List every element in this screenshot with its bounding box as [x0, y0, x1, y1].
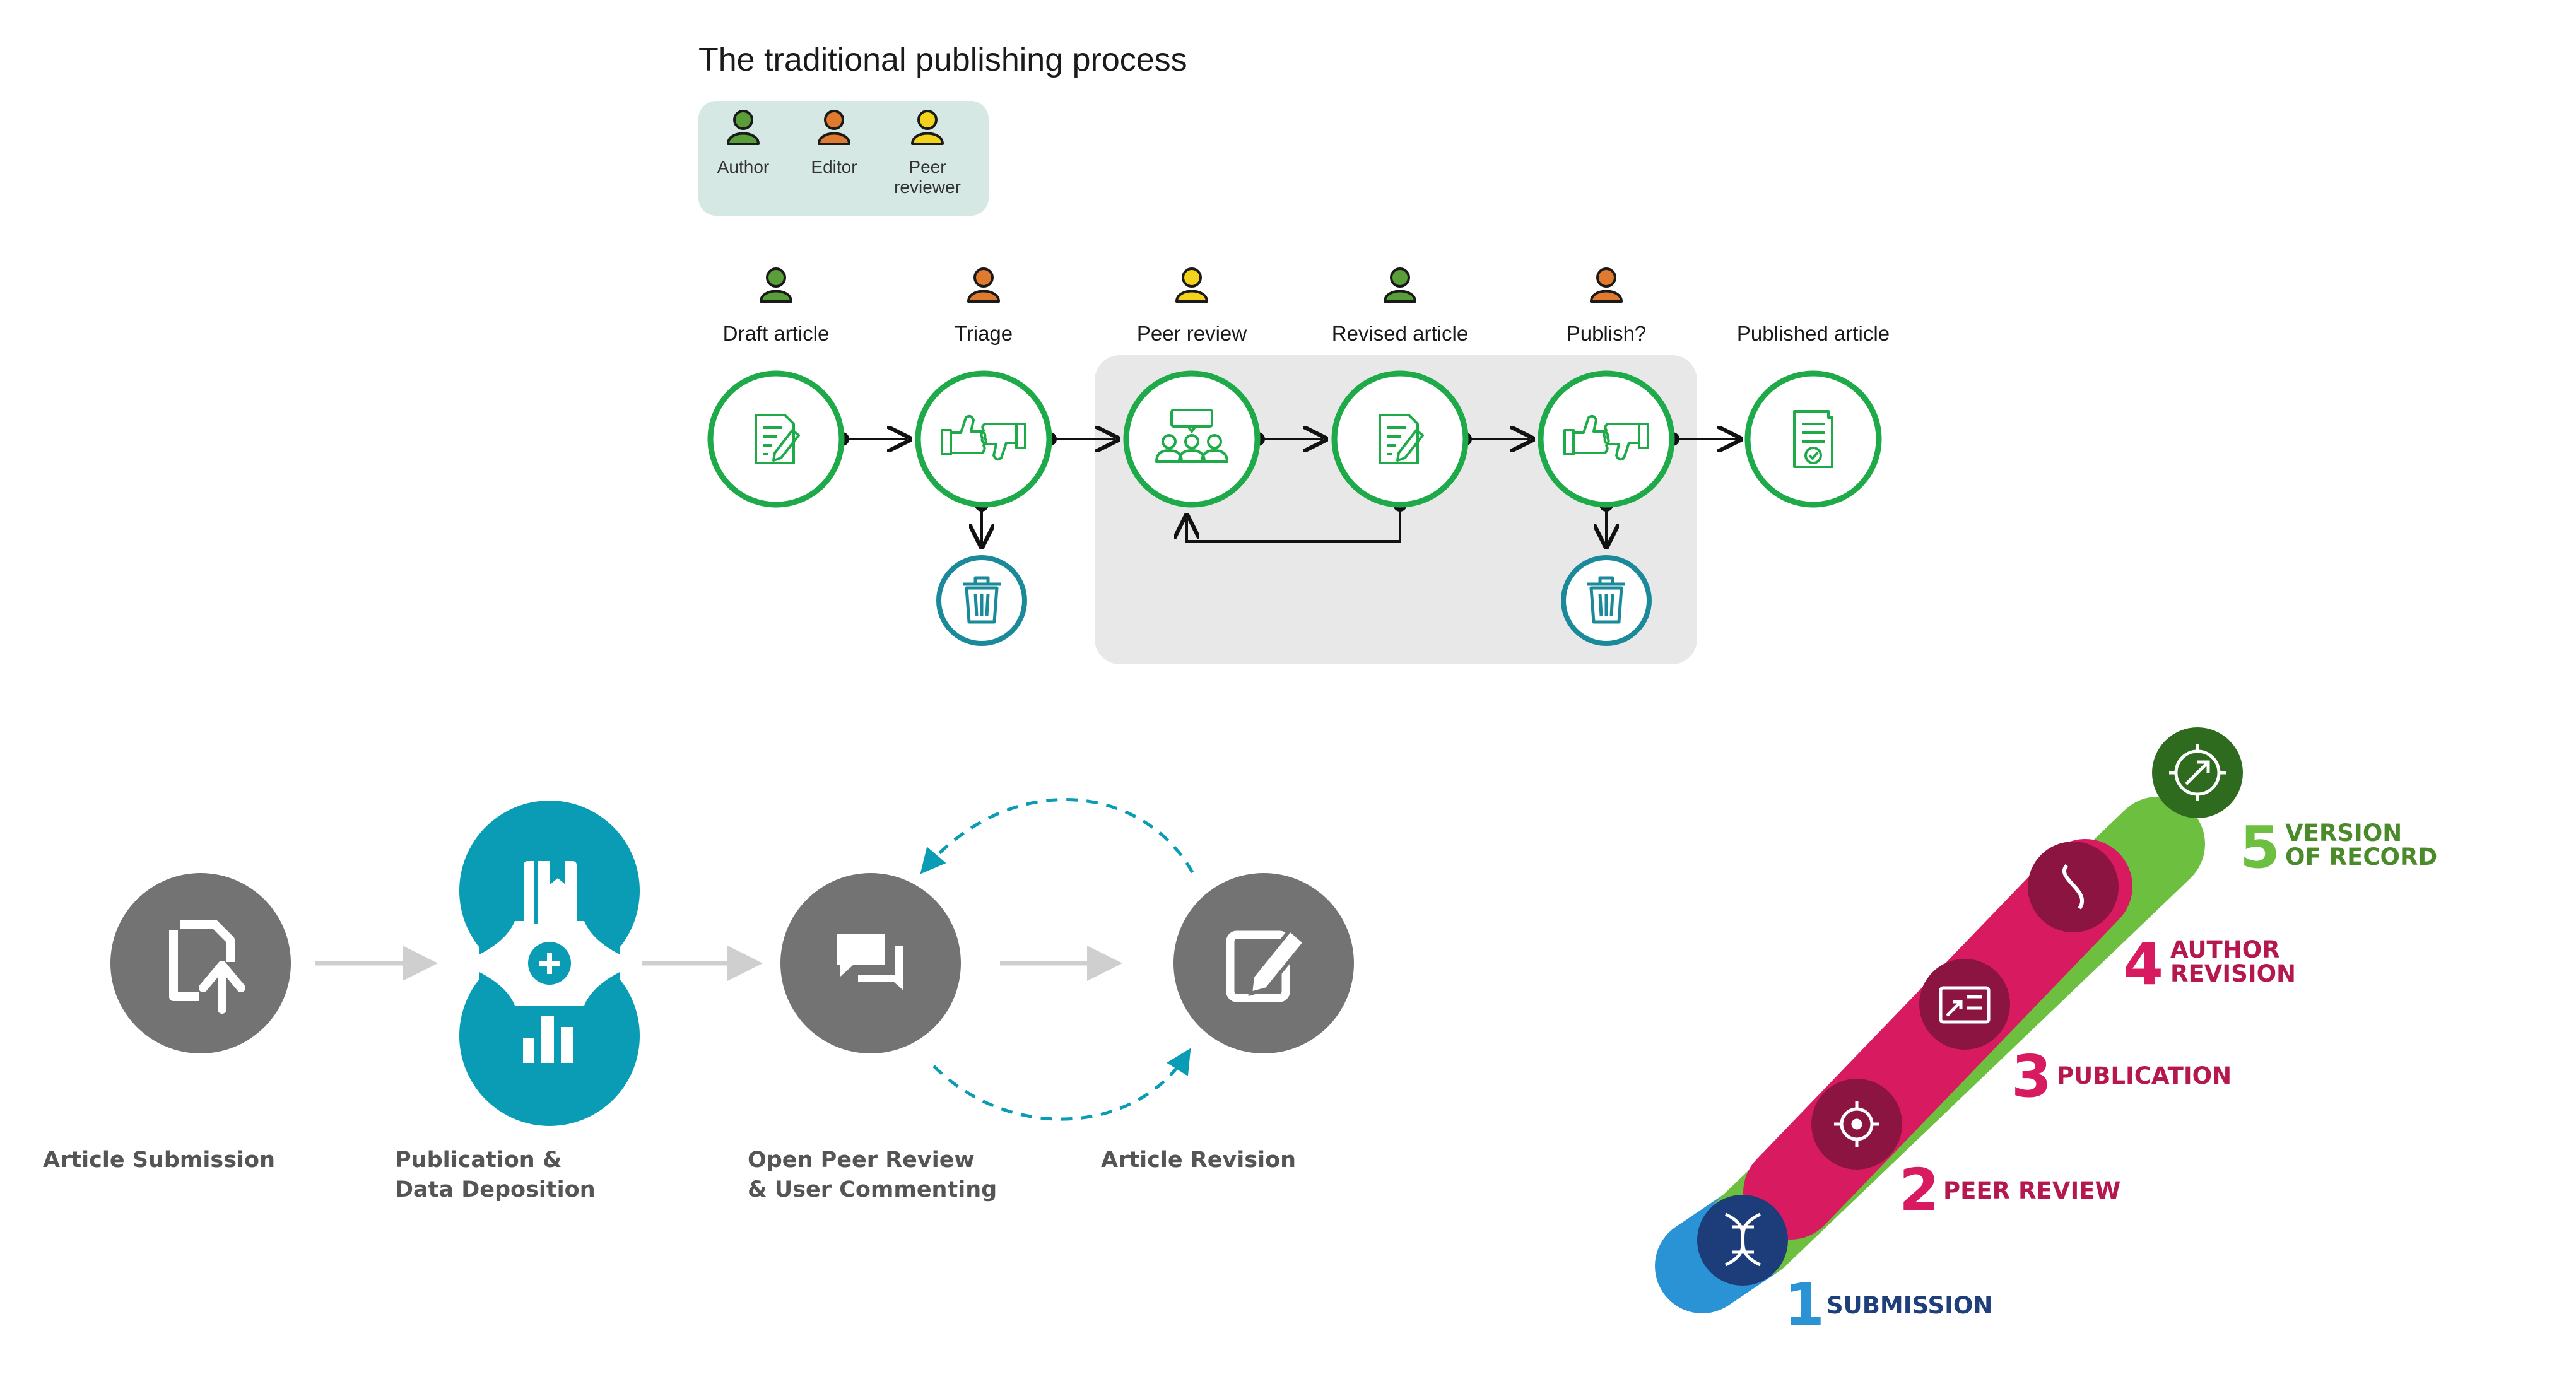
stage-badge-submission	[1697, 1195, 1788, 1286]
stage-number-3: 3	[2011, 1043, 2052, 1110]
step-role-editor-icon	[1590, 267, 1623, 303]
step-label-published: Published article	[1737, 322, 1890, 345]
legend-author-label: Author	[717, 157, 770, 177]
stage-label-1: 1 SUBMISSION	[1784, 1271, 1992, 1339]
stage-name-publication: PUBLICATION	[2057, 1062, 2232, 1089]
step-label-draft: Draft article	[723, 322, 830, 345]
step-label-revised: Revised article	[1332, 322, 1468, 345]
step-node-publish-decision	[1538, 370, 1675, 508]
publishing-pipeline: 1 SUBMISSION 2 PEER REVIEW 3 PUBLICATION…	[1655, 727, 2437, 1339]
rejected-bin-triage	[936, 555, 1027, 646]
flow-node-submission	[110, 873, 291, 1053]
step-role-author-icon	[1384, 267, 1416, 303]
bar-chart-icon	[523, 1016, 573, 1063]
flow-label-revision: Article Revision	[1101, 1147, 1296, 1173]
book-icon	[524, 861, 577, 924]
analysis-panel-icon	[1939, 986, 1991, 1024]
stage-label-3: 3 PUBLICATION	[2011, 1043, 2232, 1110]
step-label-triage: Triage	[955, 322, 1013, 345]
stage-name-submission: SUBMISSION	[1826, 1292, 1992, 1319]
stage-name-version-of-record-1: VERSION	[2285, 819, 2402, 847]
stage-label-5: 5 VERSION OF RECORD	[2240, 814, 2437, 881]
role-legend: Author Editor Peer reviewer	[698, 101, 989, 216]
curve-icon	[2062, 864, 2085, 910]
flow-label-submission: Article Submission	[43, 1147, 275, 1173]
open-publishing-flow: Article Submission Publication & Data De…	[43, 797, 1354, 1202]
revision-loop-arrows	[920, 797, 1194, 1121]
stage-name-author-revision-2: REVISION	[2170, 960, 2296, 987]
network-node-icon	[1834, 1101, 1879, 1147]
flow-label-review-1: Open Peer Review	[748, 1147, 975, 1173]
stage-name-peer-review: PEER REVIEW	[1943, 1177, 2120, 1204]
flow-label-review-2: & User Commenting	[748, 1177, 997, 1202]
step-role-editor-icon	[967, 267, 1000, 303]
stage-name-version-of-record-2: OF RECORD	[2285, 843, 2437, 871]
flow-node-peer-review	[780, 873, 961, 1053]
step-label-publish-decision: Publish?	[1567, 322, 1647, 345]
flow-label-publication-2: Data Deposition	[395, 1177, 596, 1202]
stage-label-2: 2 PEER REVIEW	[1899, 1156, 2120, 1224]
step-node-published	[1744, 370, 1882, 508]
stage-number-2: 2	[1899, 1156, 1939, 1224]
dna-icon	[1724, 1212, 1761, 1267]
trash-icon	[1587, 578, 1625, 622]
rejected-bin-publish	[1561, 555, 1652, 646]
stage-badge-version-of-record	[2152, 727, 2243, 818]
trash-icon	[963, 578, 1001, 622]
traditional-process: The traditional publishing process Autho…	[698, 42, 1890, 664]
stage-badge-author-revision	[2028, 842, 2119, 932]
traditional-title: The traditional publishing process	[698, 42, 1187, 78]
stage-badge-peer-review	[1811, 1079, 1902, 1170]
stage-number-1: 1	[1784, 1271, 1825, 1339]
step-node-draft	[707, 370, 845, 508]
step-role-author-icon	[760, 267, 792, 303]
flow-node-publication	[459, 801, 640, 1126]
step-node-revised	[1331, 370, 1469, 508]
process-connectors	[842, 439, 1738, 544]
step-node-peer-review	[1123, 370, 1261, 508]
flow-label-publication-1: Publication &	[395, 1147, 562, 1173]
step-node-triage	[915, 370, 1052, 508]
stage-label-4: 4 AUTHOR REVISION	[2123, 930, 2296, 998]
stage-number-4: 4	[2123, 930, 2163, 998]
stage-name-author-revision-1: AUTHOR	[2170, 936, 2280, 963]
flow-node-revision	[1173, 873, 1354, 1053]
legend-peer-label-1: Peer	[909, 157, 946, 177]
step-role-peer-reviewer-icon	[1175, 267, 1208, 303]
stage-badge-publication	[1919, 959, 2010, 1050]
upload-document-icon	[169, 920, 245, 1014]
plus-icon	[539, 953, 560, 974]
legend-editor-label: Editor	[811, 157, 857, 177]
legend-peer-label-2: reviewer	[894, 177, 961, 197]
edit-document-icon	[1226, 927, 1308, 1002]
chat-bubbles-icon	[837, 934, 903, 990]
step-label-peer-review: Peer review	[1137, 322, 1247, 345]
launch-arrow-icon	[2169, 744, 2226, 801]
stage-number-5: 5	[2240, 814, 2280, 881]
